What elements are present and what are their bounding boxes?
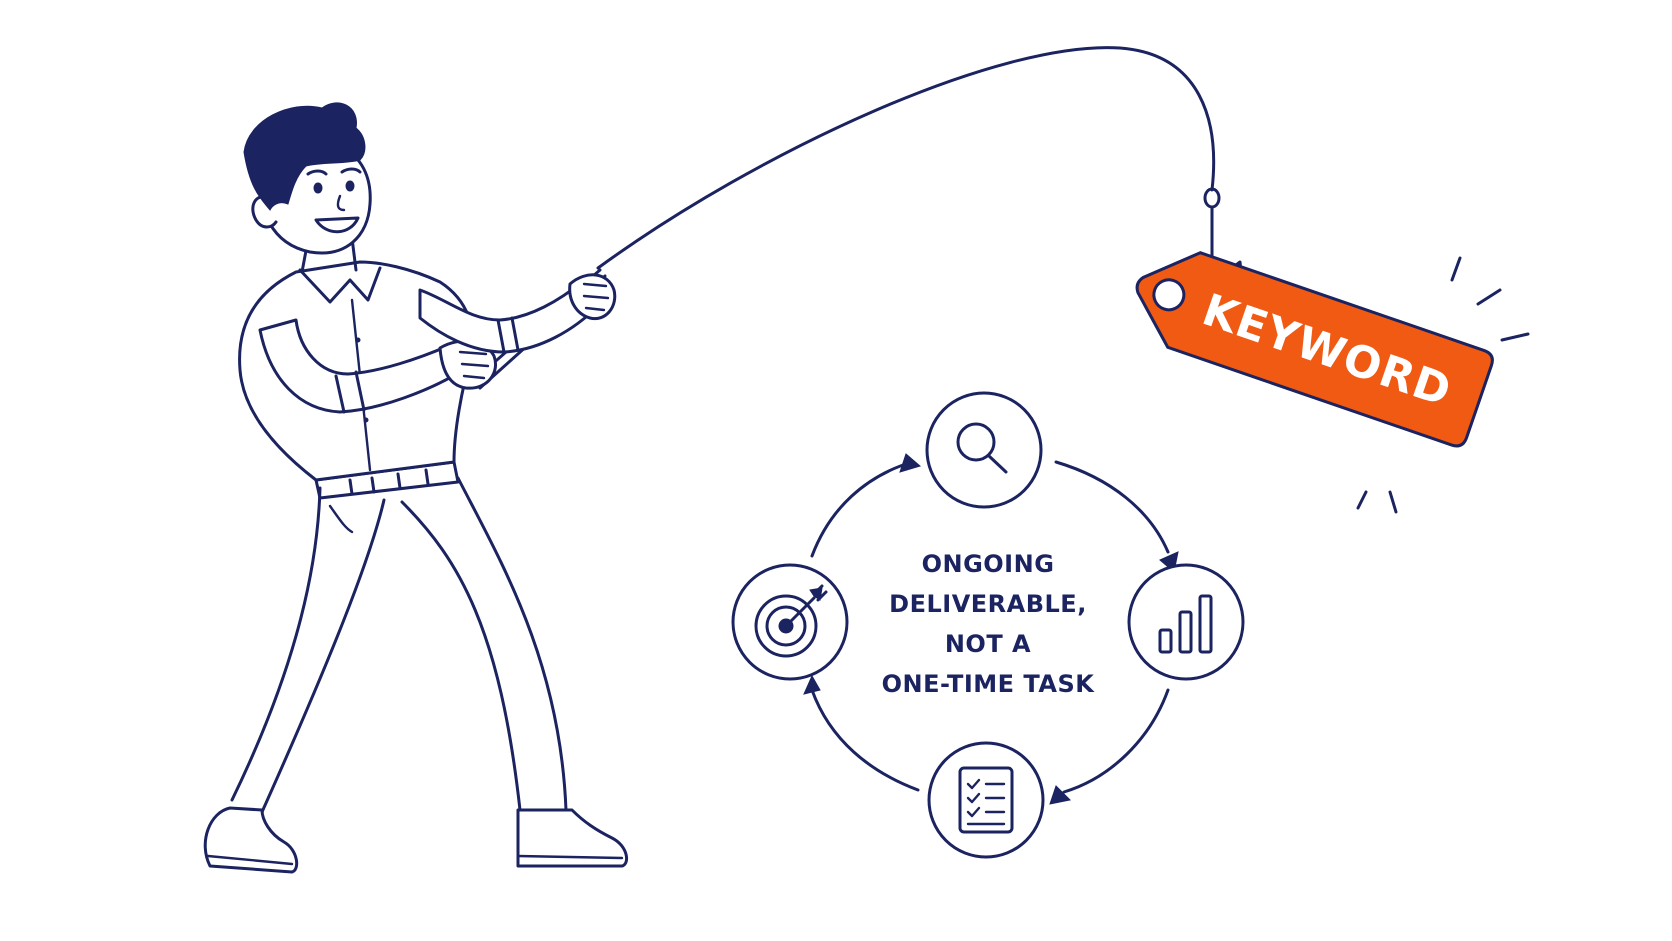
keyword-tag-body [1135, 251, 1494, 448]
person-hair [243, 102, 366, 211]
cycle-center-text: ONGOING DELIVERABLE, NOT A ONE-TIME TASK [882, 550, 1096, 698]
cycle-node-analytics [1127, 563, 1245, 681]
fishing-line [596, 46, 1216, 270]
person-pulling-rod [203, 102, 629, 874]
cycle-arrow-bottom-to-left [810, 688, 920, 792]
cycle-text-line-4: ONE-TIME TASK [882, 670, 1096, 698]
cycle-text-line-1: ONGOING [922, 550, 1055, 578]
cycle-node-target [731, 563, 849, 681]
keyword-tag-hole [1152, 278, 1186, 312]
person-collar [298, 266, 382, 304]
person-eye-right [345, 180, 355, 192]
checklist-icon [958, 766, 1014, 834]
cycle-text-line-2: DELIVERABLE, [889, 590, 1087, 618]
arrowhead [803, 674, 821, 695]
person-right-leg [400, 476, 568, 812]
arrowhead [1049, 785, 1072, 805]
person-smile [314, 216, 360, 234]
motion-burst [1356, 256, 1530, 514]
person-eye-left [313, 182, 323, 194]
arrowhead [899, 453, 922, 473]
bar-chart-icon [1158, 594, 1213, 654]
cycle-node-checklist [927, 741, 1045, 859]
cycle-arrow-right-to-bottom [1062, 688, 1170, 794]
person-left-shoe [203, 806, 299, 874]
cycle-arrow-left-to-top [810, 460, 914, 558]
person-right-shoe [516, 808, 629, 868]
cycle-arrow-top-to-right [1054, 460, 1170, 554]
cycle-node-search [925, 391, 1043, 509]
magnifying-glass-icon [956, 422, 1008, 474]
target-icon [754, 584, 828, 658]
cycle-diagram: ONGOING DELIVERABLE, NOT A ONE-TIME TASK [731, 391, 1245, 859]
person-left-leg [230, 486, 386, 814]
cycle-text-line-3: NOT A [945, 630, 1031, 658]
keyword-tag: KEYWORD [1135, 251, 1494, 448]
